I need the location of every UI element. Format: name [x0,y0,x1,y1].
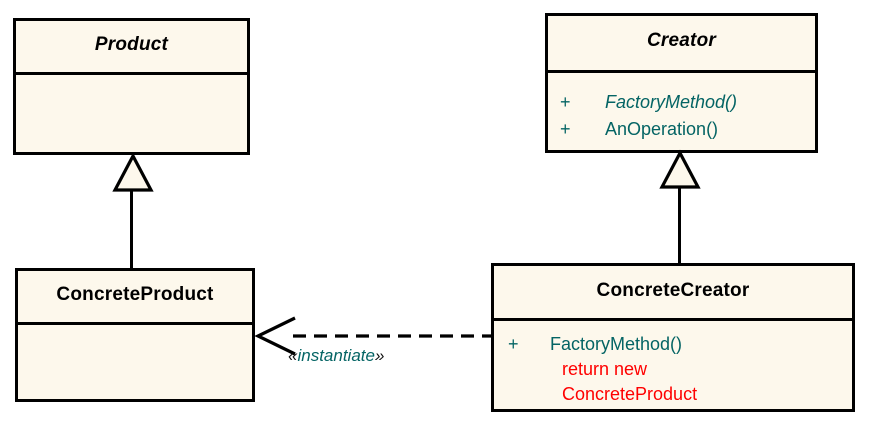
hollow-triangle-icon [112,152,154,192]
class-divider-concreteproduct [18,322,252,325]
member-name-factorymethod: FactoryMethod() [605,92,738,112]
code-line-return-new: return new [562,359,648,379]
class-title-concretecreator: ConcreteCreator [596,280,750,301]
stereotype-label-instantiate: «instantiate» [288,347,384,364]
dependency-arrow-instantiate [254,316,493,356]
class-title-product: Product [94,34,169,55]
class-divider-concretecreator [494,318,852,321]
generalization-line-creator [678,186,681,264]
member-visibility-cc-factorymethod: + [508,334,519,354]
code-line-concreteproduct: ConcreteProduct [562,384,698,404]
class-body-concretecreator: + FactoryMethod() return new ConcretePro… [494,321,852,412]
class-box-creator[interactable]: Creator + FactoryMethod() + AnOperation(… [545,13,818,153]
class-box-concretecreator[interactable]: ConcreteCreator + FactoryMethod() return… [491,263,855,412]
class-body-creator: + FactoryMethod() + AnOperation() [548,73,815,153]
class-body-product [16,75,247,155]
member-name-anoperation: AnOperation() [605,119,719,139]
class-title-creator: Creator [647,30,716,51]
generalization-arrow-product [112,152,154,192]
open-arrowhead-icon [254,316,296,356]
class-divider-product [16,72,247,75]
class-divider-creator [548,70,815,73]
stereotype-text: instantiate [297,346,375,365]
guillemet-open-icon: « [288,346,298,365]
class-body-concreteproduct [18,325,252,402]
class-title-concreteproduct: ConcreteProduct [56,284,214,305]
generalization-line-product [130,189,133,269]
member-visibility-factorymethod: + [560,92,571,112]
guillemet-close-icon: » [374,346,385,365]
member-visibility-anoperation: + [560,119,571,139]
member-name-cc-factorymethod: FactoryMethod() [550,334,683,354]
class-box-concreteproduct[interactable]: ConcreteProduct [15,268,255,402]
hollow-triangle-icon [659,149,701,189]
generalization-arrow-creator [659,149,701,189]
class-box-product[interactable]: Product [13,18,250,155]
